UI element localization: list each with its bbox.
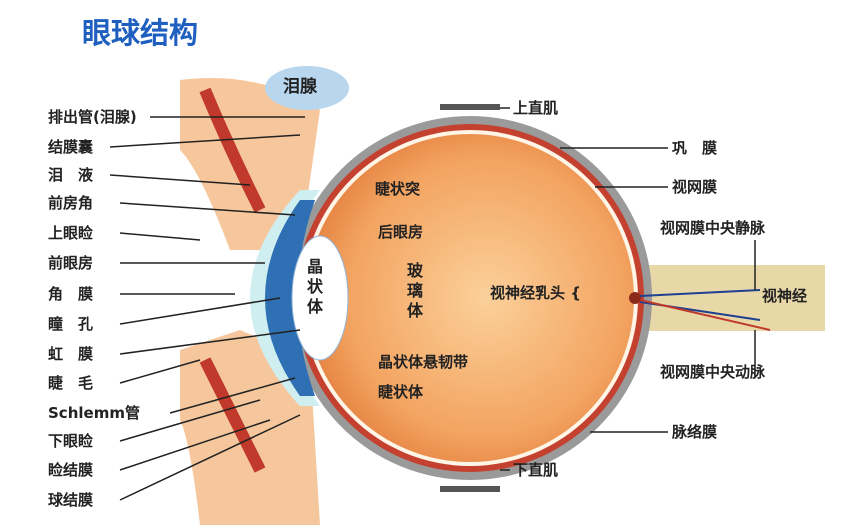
label-cornea: 角 膜 xyxy=(48,285,94,303)
label-lacrimal-gland: 泪腺 xyxy=(283,77,317,97)
anterior-chamber xyxy=(265,200,315,396)
label-conjunctival-sac: 结膜囊 xyxy=(48,138,94,156)
label-retina: 视网膜 xyxy=(672,178,718,196)
label-sclera: 巩 膜 xyxy=(672,139,718,157)
vitreous-body xyxy=(306,134,634,462)
label-schlemm-canal: Schlemm管 xyxy=(48,404,140,422)
page-title: 眼球结构 xyxy=(82,16,199,50)
cornea xyxy=(250,190,320,406)
label-pupil: 瞳 孔 xyxy=(48,315,94,333)
label-tear-fluid: 泪 液 xyxy=(48,166,94,184)
label-upper-eyelid: 上眼睑 xyxy=(48,224,94,242)
optic-disc xyxy=(629,292,641,304)
lacrimal-gland xyxy=(265,66,349,110)
label-central-vein: 视网膜中央静脉 xyxy=(660,219,766,237)
label-optic-nerve: 视神经 xyxy=(762,287,808,305)
label-chamber-angle: 前房角 xyxy=(48,194,94,212)
label-lower-eyelid: 下眼睑 xyxy=(48,432,94,450)
label-posterior-chamber: 后眼房 xyxy=(378,223,424,241)
label-superior-rectus: 上直肌 xyxy=(513,99,559,117)
label-anterior-chamber: 前眼房 xyxy=(48,254,94,272)
label-bulbar-conjunctiva: 球结膜 xyxy=(48,491,94,509)
label-eyelash: 睫 毛 xyxy=(48,374,94,392)
label-iris: 虹 膜 xyxy=(48,345,94,363)
label-lens: 晶状体 xyxy=(304,258,323,318)
label-choroid: 脉络膜 xyxy=(672,423,718,441)
label-inferior-rectus: 下直肌 xyxy=(513,461,559,479)
label-vitreous: 玻璃体 xyxy=(404,262,423,322)
label-optic-disc: 视神经乳头 { xyxy=(490,284,581,302)
label-zonule: 晶状体悬韧带 xyxy=(378,353,469,371)
label-ciliary-process: 睫状突 xyxy=(375,180,421,198)
label-central-artery: 视网膜中央动脉 xyxy=(660,363,766,381)
lens xyxy=(291,235,349,361)
label-drainage-duct: 排出管(泪腺) xyxy=(48,108,137,126)
label-palpebral-conjunctiva: 睑结膜 xyxy=(48,461,94,479)
label-ciliary-body: 睫状体 xyxy=(378,383,424,401)
